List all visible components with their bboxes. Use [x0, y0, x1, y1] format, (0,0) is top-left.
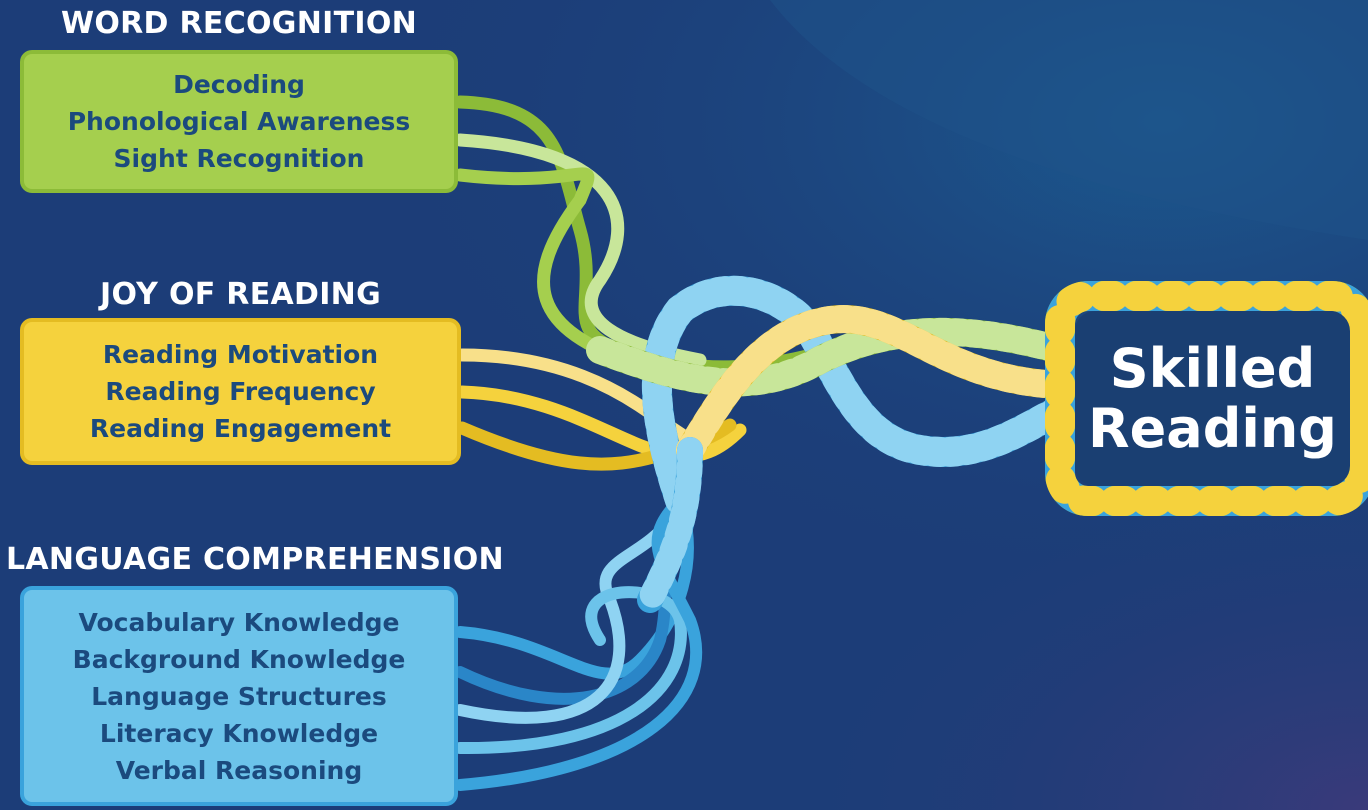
list-item: Reading Engagement: [89, 414, 392, 443]
skilled-reading-line1: Skilled: [1109, 336, 1316, 400]
list-item: Background Knowledge: [72, 644, 406, 674]
skilled-reading-line2: Reading: [1088, 396, 1337, 460]
language-comprehension-box: Vocabulary Knowledge Background Knowledg…: [20, 586, 458, 806]
list-item: Sight Recognition: [113, 144, 365, 173]
language-comprehension-title: LANGUAGE COMPREHENSION: [6, 542, 504, 577]
list-item: Vocabulary Knowledge: [78, 607, 400, 637]
word-recognition-box: Decoding Phonological Awareness Sight Re…: [20, 50, 458, 193]
list-item: Phonological Awareness: [67, 107, 411, 136]
list-item: Decoding: [173, 70, 305, 99]
list-item: Reading Frequency: [105, 377, 376, 406]
list-item: Literacy Knowledge: [99, 718, 379, 748]
skilled-reading-box: Skilled Reading: [1075, 311, 1350, 486]
list-item: Verbal Reasoning: [115, 755, 363, 785]
joy-of-reading-box: Reading Motivation Reading Frequency Rea…: [20, 318, 461, 465]
list-item: Reading Motivation: [102, 340, 379, 369]
list-item: Language Structures: [91, 681, 387, 711]
word-recognition-title: WORD RECOGNITION: [60, 6, 418, 41]
joy-of-reading-title: JOY OF READING: [99, 277, 381, 312]
